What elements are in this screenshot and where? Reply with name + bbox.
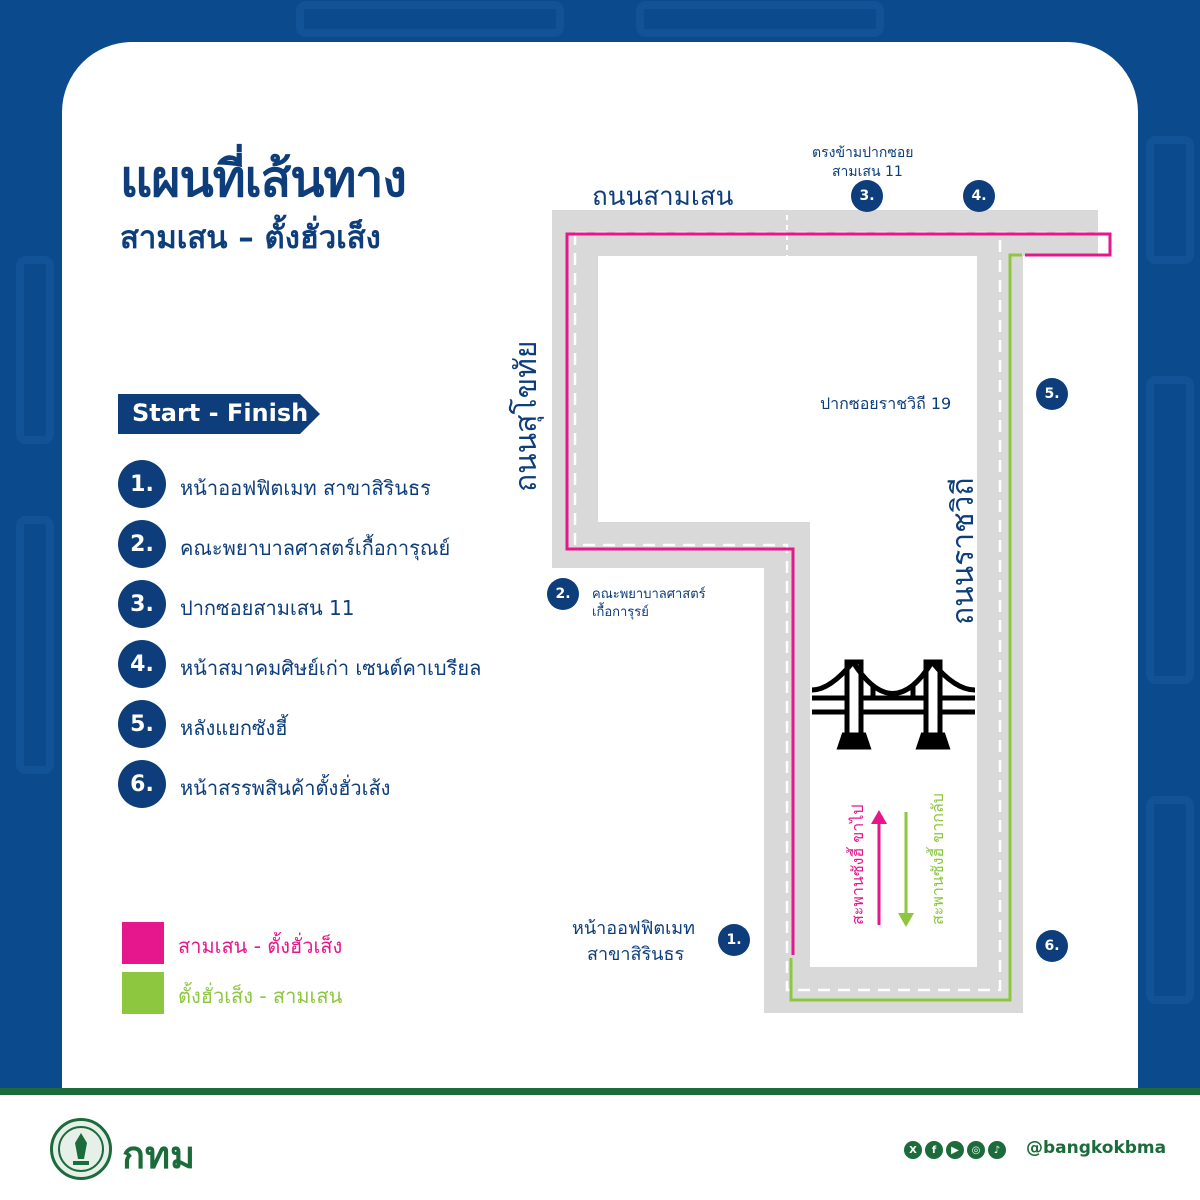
brand-name: กทม: [122, 1133, 196, 1177]
stop-label: หน้าออฟฟิตเมท สาขาสิรินธร: [180, 476, 431, 500]
road-label-sukhothai: ถนนสุโขทัย: [509, 340, 544, 492]
list-item: 2. คณะพยาบาลศาสตร์เกื้อการุณย์: [118, 520, 578, 570]
stop-number: 5.: [118, 700, 166, 748]
map-marker-3: 3.: [851, 180, 883, 212]
stop-number: 4.: [118, 640, 166, 688]
stop-label: หลังแยกซังฮี้: [180, 716, 288, 740]
stop1-map-line1: หน้าออฟฟิตเมท: [572, 918, 695, 939]
legend-swatch-return: [122, 972, 164, 1014]
stop-label: หน้าสรรพสินค้าตั้งฮั่วเส้ง: [180, 776, 391, 800]
start-finish-label: Start - Finish: [132, 399, 309, 427]
stop2-map-line1: คณะพยาบาลศาสตร์: [592, 587, 706, 602]
facebook-icon[interactable]: f: [925, 1141, 943, 1159]
list-item: 3. ปากซอยสามเสน 11: [118, 580, 578, 630]
list-item: 6. หน้าสรรพสินค้าตั้งฮั่วเส้ง: [118, 760, 578, 810]
route-return: [789, 253, 1022, 1002]
map-marker-6: 6.: [1036, 930, 1068, 962]
legend-label-return: ตั้งฮั่วเส็ง - สามเสน: [178, 984, 343, 1008]
stop2-map-line2: เกื้อการุรย์: [592, 605, 649, 620]
page-title: แผนที่เส้นทาง: [120, 150, 407, 208]
stop-number: 6.: [118, 760, 166, 808]
bma-seal-logo: [50, 1118, 112, 1180]
stop-label: คณะพยาบาลศาสตร์เกื้อการุณย์: [180, 536, 451, 560]
stop-label: ปากซอยสามเสน 11: [180, 596, 355, 620]
list-item: 5. หลังแยกซังฮี้: [118, 700, 578, 750]
soi19-label: ปากซอยราชวิถี 19: [820, 394, 952, 413]
bridge-out-label: สะพานซังฮี้ ขาไป: [848, 804, 867, 925]
social-icons: X f ▶ ◎ ♪: [904, 1141, 1006, 1159]
youtube-icon[interactable]: ▶: [946, 1141, 964, 1159]
stop-number: 3.: [118, 580, 166, 628]
legend-label-outbound: สามเสน - ตั้งฮั่วเส็ง: [178, 934, 343, 958]
x-icon[interactable]: X: [904, 1141, 922, 1159]
road-label-samsen: ถนนสามเสน: [592, 182, 734, 212]
stop-number: 1.: [118, 460, 166, 508]
list-item: 1. หน้าออฟฟิตเมท สาขาสิรินธร: [118, 460, 578, 510]
tiktok-icon[interactable]: ♪: [988, 1141, 1006, 1159]
map-marker-1: 1.: [718, 924, 750, 956]
bridge-arrows: [871, 810, 914, 927]
bridge-back-label: สะพานซังฮี้ ขากลับ: [928, 793, 947, 925]
start-finish-tag: Start - Finish: [118, 394, 320, 434]
social-handle[interactable]: @bangkokbma: [1026, 1138, 1167, 1158]
map-marker-5: 5.: [1036, 378, 1068, 410]
map-marker-4: 4.: [963, 180, 995, 212]
stop3-note-line1: ตรงข้ามปากซอย: [812, 145, 914, 161]
route-outbound: [565, 232, 1112, 955]
stop-label: หน้าสมาคมศิษย์เก่า เซนต์คาเบรียล: [180, 656, 482, 680]
legend-swatch-outbound: [122, 922, 164, 964]
map-marker-2: 2.: [547, 578, 579, 610]
bridge-icon: [811, 659, 976, 750]
instagram-icon[interactable]: ◎: [967, 1141, 985, 1159]
list-item: 4. หน้าสมาคมศิษย์เก่า เซนต์คาเบรียล: [118, 640, 578, 690]
stop3-note-line2: สามเสน 11: [832, 164, 903, 180]
stop1-map-line2: สาขาสิรินธร: [587, 944, 685, 965]
road-label-ratchawithi: ถนนราชวิถี: [946, 477, 981, 625]
stop-number: 2.: [118, 520, 166, 568]
page-subtitle: สามเสน – ตั้งฮั่วเส็ง: [120, 220, 381, 256]
